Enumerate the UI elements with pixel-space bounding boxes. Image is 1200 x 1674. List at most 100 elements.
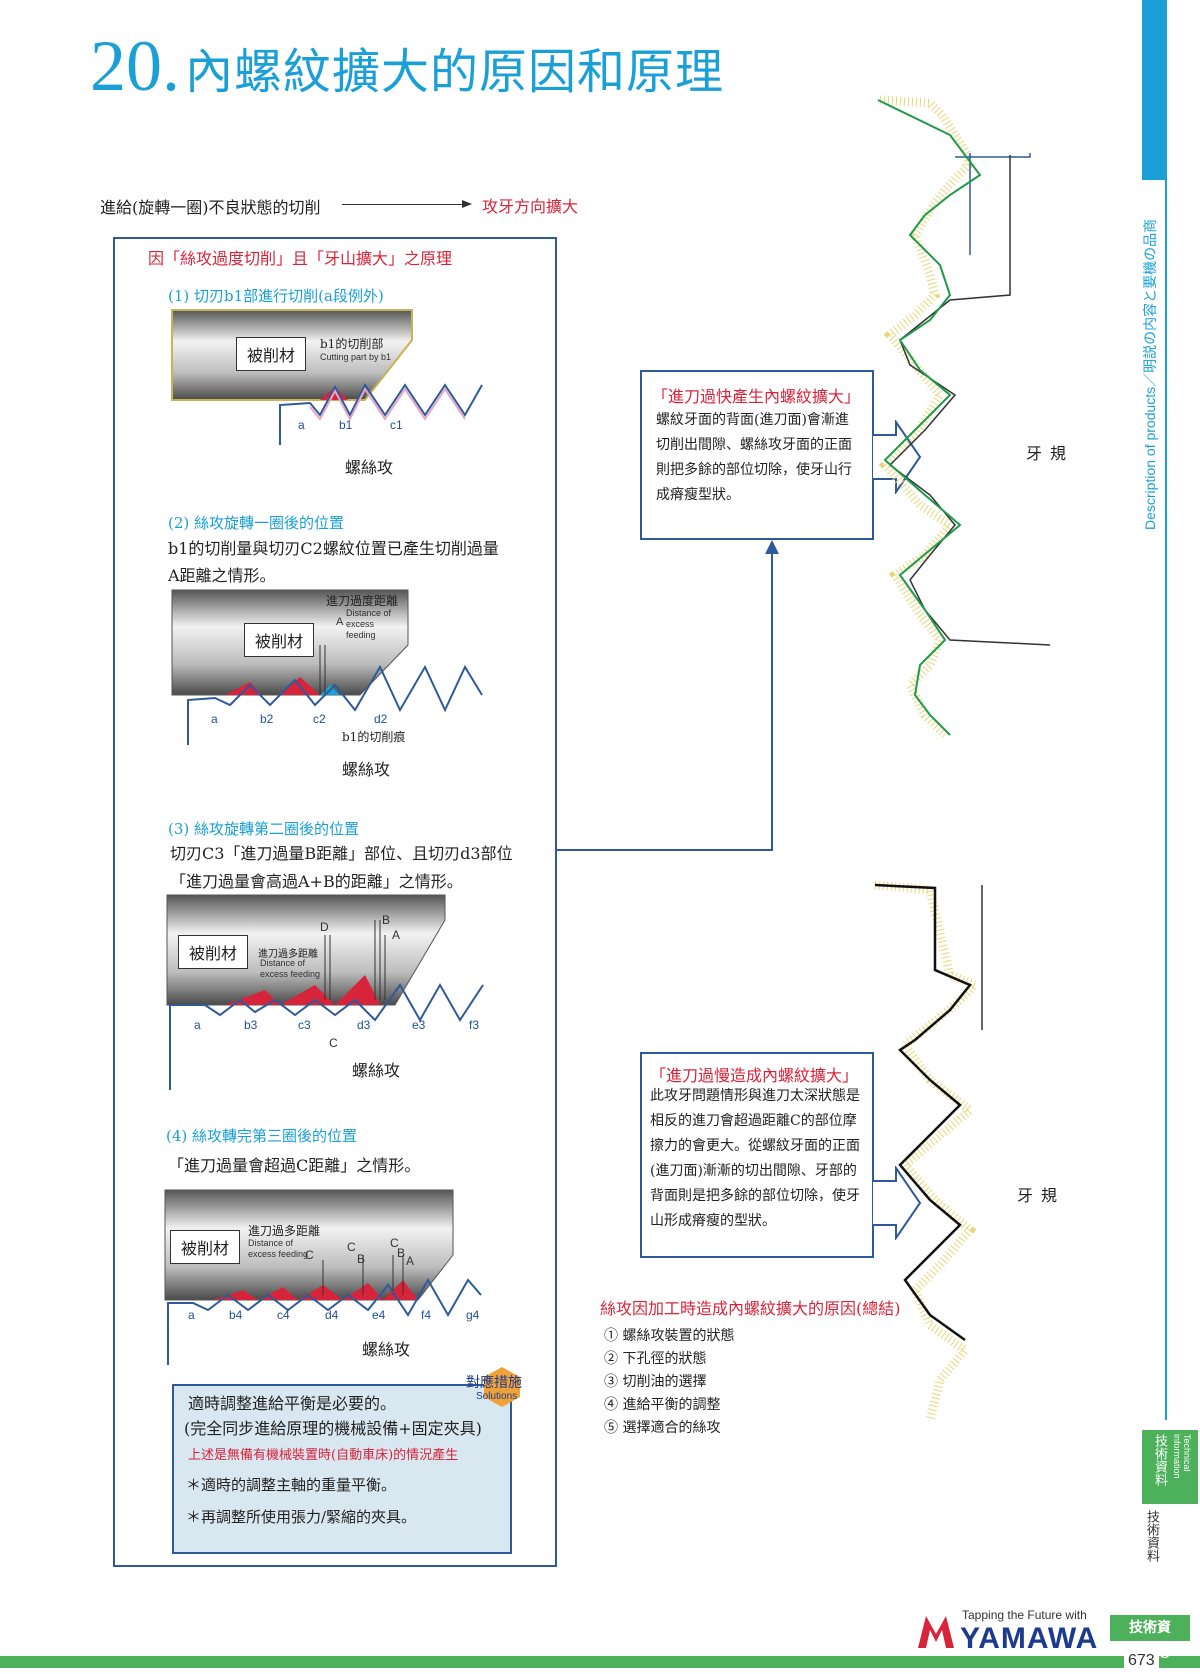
summary-title: 絲攻因加工時造成內螺紋擴大的原因(總結) — [600, 1299, 901, 1318]
gauge-label-top: 牙規 — [1026, 444, 1075, 463]
step4-diagram — [164, 1189, 482, 1365]
feed-result: 攻牙方向擴大 — [482, 197, 579, 216]
step3-note: 進刀過多距離 — [258, 949, 318, 960]
step1-tap: 螺絲攻 — [345, 458, 394, 477]
step3-note-en: Distance of excess feeding — [260, 958, 321, 979]
step4-label-f4: f4 — [421, 1308, 432, 1322]
step3-diagram — [166, 894, 484, 1090]
solution-badge-icon — [484, 1367, 520, 1407]
step2-tap: 螺絲攻 — [342, 760, 391, 779]
step1-label-c1: c1 — [390, 418, 403, 432]
step2-note: 進刀過度距離 — [326, 594, 399, 608]
step4-tap: 螺絲攻 — [362, 1340, 411, 1359]
summary-item: ② 下孔徑的狀態 — [604, 1351, 707, 1367]
sidebar-accent-bar — [1142, 0, 1166, 180]
summary-item: ⑤ 選擇適合的絲攻 — [604, 1420, 721, 1436]
step2-marker-a: A — [336, 616, 344, 628]
footer-band — [0, 1656, 1200, 1668]
step2-label-d2: d2 — [374, 712, 388, 726]
step2-heading: (2) 絲攻旋轉一圈後的位置 — [168, 514, 345, 532]
step2-desc2: A距離之情形。 — [168, 566, 276, 585]
step3-desc1: 切刃C3「進刀過量B距離」部位、且切刃d3部位 — [170, 844, 513, 863]
sidebar-tech-label: 技術資料 — [1152, 1434, 1167, 1486]
callout-slow-body-1: 此攻牙問題情形與進刀太深狀態是 — [650, 1088, 860, 1104]
step4-label-b4: b4 — [229, 1308, 243, 1322]
step4-marker-b2: B — [397, 1246, 406, 1260]
callout-slow-body-5: 背面則是把多餘的部位切除，使牙 — [650, 1188, 860, 1204]
step4-note-en: Distance of excess feeding — [248, 1238, 309, 1259]
step3-marker-a: A — [392, 928, 401, 942]
step3-marker-d: D — [320, 920, 329, 934]
page-title: 內螺紋擴大的原因和原理 — [185, 44, 725, 100]
sidebar-tech-label-en: Technical information — [1172, 1434, 1192, 1479]
feed-cause: 進給(旋轉一圈)不良狀態的切削 — [100, 198, 321, 217]
step3-label-d3: d3 — [357, 1018, 371, 1032]
step4-label-d4: d4 — [325, 1308, 339, 1322]
summary-item: ④ 進給平衡的調整 — [604, 1397, 721, 1413]
callout-fast-body-4: 成瘠瘦型狀。 — [656, 487, 740, 503]
page-number: 673 — [1124, 1652, 1159, 1670]
step2-label-b2: b2 — [260, 712, 274, 726]
callout-slow-body-4: (進刀面)漸漸的切出間隙、牙部的 — [650, 1163, 857, 1179]
step4-label-a: a — [188, 1308, 195, 1322]
sidebar-section-label: Description of products／明説の内容と要機の品商 — [1140, 200, 1166, 530]
solution-box — [172, 1384, 512, 1554]
callout-fast-body-2: 切削出間隙、螺絲攻牙面的正面 — [656, 437, 852, 453]
step4-heading: (4) 絲攻轉完第三圈後的位置 — [166, 1127, 358, 1145]
footer-section-label: 技術資料-48 — [1110, 1615, 1190, 1662]
step1-label-a: a — [298, 418, 305, 432]
callout-fast-title: 「進刀過快產生內螺紋擴大」 — [652, 387, 861, 406]
feed-arrow — [342, 200, 472, 208]
callout-slow-title: 「進刀過慢造成內螺紋擴大」 — [650, 1066, 859, 1085]
step4-label-c4: c4 — [277, 1308, 290, 1322]
step4-marker-c1: C — [305, 1248, 314, 1262]
summary-list: ① 螺絲攻裝置的狀態 ② 下孔徑的狀態 ③ 切削油的選擇 ④ 進給平衡的調整 ⑤… — [604, 1325, 734, 1440]
step1-note: b1的切削部 — [320, 337, 384, 351]
step4-workpiece: 被削材 — [170, 1230, 241, 1264]
callout-fast-body-3: 則把多餘的部位切除，使牙山行 — [656, 462, 852, 478]
step3-label-b3: b3 — [244, 1018, 258, 1032]
step2-diagram — [171, 589, 483, 745]
connector-arrow — [556, 540, 779, 851]
step3-tap: 螺絲攻 — [352, 1061, 401, 1080]
step4-desc1: 「進刀過量會超過C距離」之情形。 — [168, 1156, 421, 1175]
solution-bullet2: ＊再調整所使用張力/緊縮的夾具。 — [186, 1508, 417, 1526]
title-number: 20. — [90, 26, 180, 106]
principle-box — [113, 237, 557, 1567]
summary-item: ① 螺絲攻裝置的狀態 — [604, 1328, 735, 1344]
brand-tagline: Tapping the Future with — [962, 1608, 1087, 1622]
step4-marker-c3: C — [390, 1236, 399, 1250]
step4-label-e4: e4 — [372, 1308, 386, 1322]
callout-slow-arrow — [872, 1166, 922, 1240]
callout-fast-body-1: 螺紋牙面的背面(進刀面)會漸進 — [656, 412, 849, 428]
sidebar-tech-tab[interactable]: 技術資料 Technical information — [1142, 1430, 1198, 1504]
gauge-label-bottom: 牙規 — [1017, 1186, 1066, 1205]
step2-desc1: b1的切削量與切刃C2螺紋位置已產生切削過量 — [168, 539, 499, 558]
step4-marker-c2: C — [347, 1240, 356, 1254]
step4-label-g4: g4 — [466, 1308, 480, 1322]
step3-label-e3: e3 — [412, 1018, 426, 1032]
step3-label-f3: f3 — [469, 1018, 480, 1032]
solution-badge: 對應措施 — [466, 1375, 522, 1391]
step2-label-c2: c2 — [313, 712, 326, 726]
step3-workpiece: 被削材 — [178, 935, 249, 969]
step2-sub-note: b1的切削痕 — [342, 730, 406, 744]
principle-title: 因「絲攻過度切削」且「牙山擴大」之原理 — [148, 249, 453, 268]
thread-profile-fast — [877, 95, 1051, 739]
sidebar-tech-vertical: 技術資料 — [1144, 1510, 1159, 1562]
step1-workpiece: 被削材 — [236, 337, 307, 371]
sidebar-line — [1165, 0, 1167, 1420]
solution-line2: (完全同步進給原理的機械設備+固定夾具) — [184, 1419, 482, 1438]
thread-profile-slow — [874, 880, 984, 1422]
brand-logo: YAMAWA — [960, 1622, 1099, 1655]
step3-label-a: a — [194, 1018, 201, 1032]
step3-extra: C — [329, 1036, 338, 1050]
solution-badge-en: Solutions — [476, 1391, 518, 1402]
solution-bullet1: ＊適時的調整主軸的重量平衡。 — [186, 1476, 397, 1494]
step1-heading: (1) 切刃b1部進行切削(a段例外) — [168, 287, 384, 305]
solution-note: 上述是無備有機械裝置時(自動車床)的情況產生 — [188, 1448, 459, 1463]
step1-note-en: Cutting part by b1 — [320, 352, 392, 362]
step1-diagram — [171, 309, 483, 445]
step4-note: 進刀過多距離 — [248, 1224, 321, 1238]
step2-workpiece: 被削材 — [244, 623, 315, 657]
